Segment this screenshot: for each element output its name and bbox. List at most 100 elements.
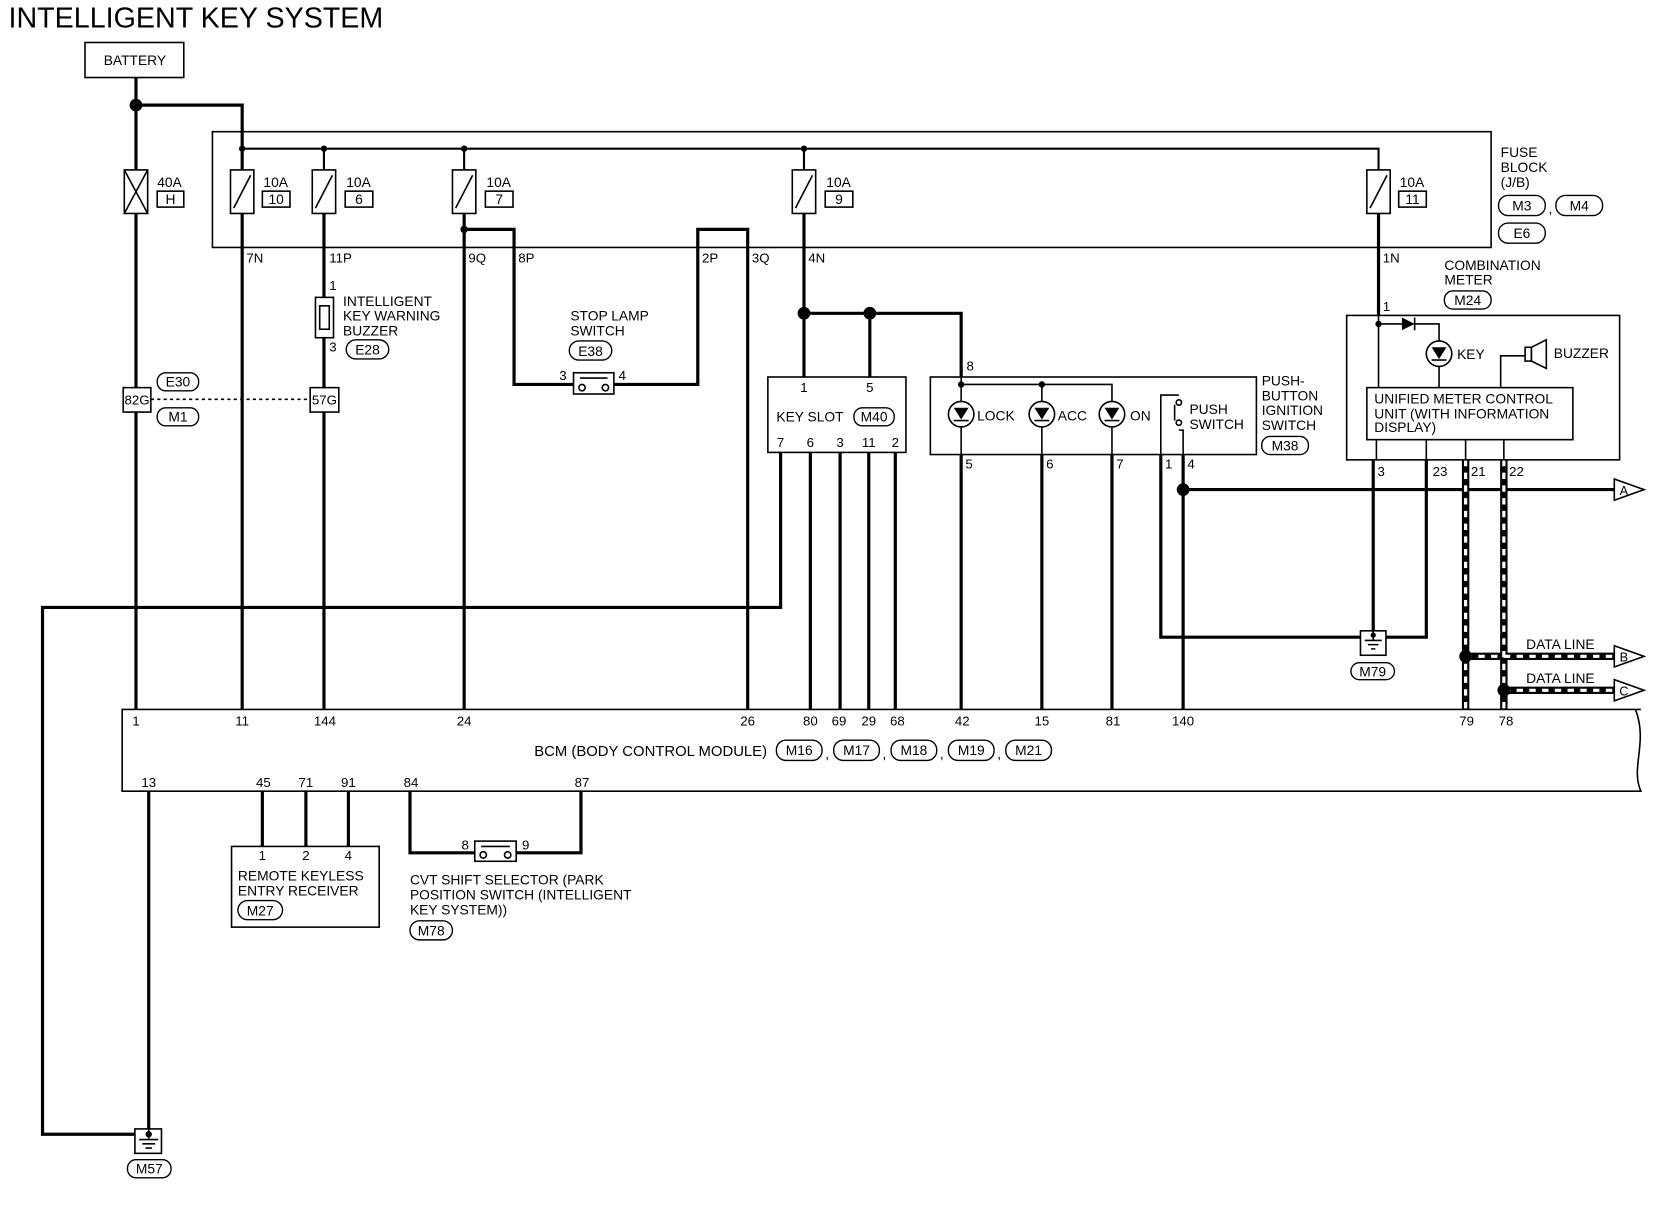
combination-meter-key-label: KEY xyxy=(1457,347,1485,362)
remote-keyless-pin-2: 2 xyxy=(302,848,309,863)
bcm-connector-m18: M18 xyxy=(900,743,927,758)
bcm-separator-3: , xyxy=(940,746,944,761)
output-b-label: B xyxy=(1620,650,1629,665)
combination-meter-label-1: COMBINATION xyxy=(1444,258,1540,273)
key-slot-pin-5: 5 xyxy=(866,380,873,395)
fuse-6-number: 6 xyxy=(355,192,363,207)
bcm-label: BCM (BODY CONTROL MODULE) xyxy=(534,744,767,760)
key-led-icon xyxy=(1425,340,1453,368)
combination-meter-pin-22: 22 xyxy=(1509,464,1524,479)
warning-buzzer-pin-1: 1 xyxy=(329,278,336,293)
battery-label: BATTERY xyxy=(104,53,166,68)
bcm-pin-144: 144 xyxy=(314,713,336,728)
combination-meter-pin-3: 3 xyxy=(1377,464,1384,479)
push-button-label-1: PUSH- xyxy=(1262,374,1305,389)
ground-m57-label: M57 xyxy=(136,1162,163,1177)
push-switch-pin-1: 1 xyxy=(1165,456,1172,471)
fuse-block-pin-4n: 4N xyxy=(808,250,825,265)
fuse-block-label-1: FUSE xyxy=(1501,145,1538,160)
fuse-11-rating: 10A xyxy=(1400,175,1425,190)
data-line-label-2: DATA LINE xyxy=(1526,671,1595,686)
bcm-pin-45: 45 xyxy=(256,775,271,790)
fuse-7-number: 7 xyxy=(495,192,503,207)
remote-keyless-label-1: REMOTE KEYLESS xyxy=(238,868,364,883)
combination-meter-label-2: METER xyxy=(1444,273,1492,288)
bcm-connector-m16: M16 xyxy=(786,743,813,758)
push-switch-contact-icon xyxy=(1160,394,1184,455)
output-arrow-a: A xyxy=(1613,477,1647,502)
remote-keyless-connector: M27 xyxy=(247,903,274,918)
push-switch-on-label: ON xyxy=(1130,409,1151,424)
fuse-10: 10A 10 xyxy=(229,169,291,215)
combination-meter: COMBINATION METER M24 1 KEY BUZZER UNIFI… xyxy=(1345,258,1621,479)
stop-lamp-switch: 3 4 STOP LAMP SWITCH E38 xyxy=(559,309,649,395)
stop-lamp-pin-3: 3 xyxy=(559,368,566,383)
on-led-icon xyxy=(1098,400,1126,428)
diode-icon xyxy=(1401,317,1416,331)
combination-meter-connector: M24 xyxy=(1454,293,1481,308)
fuse-block-pin-1n: 1N xyxy=(1383,250,1400,265)
remote-keyless-pin-1: 1 xyxy=(259,848,266,863)
warning-buzzer-pin-3: 3 xyxy=(329,340,336,355)
push-button-ignition-switch: 8 LOCK ACC ON PUSH SWITCH 5 xyxy=(929,359,1323,471)
cvt-label-3: KEY SYSTEM)) xyxy=(410,902,507,917)
fuse-6: 10A 6 xyxy=(311,169,374,215)
fuse-block: FUSE BLOCK (J/B) M3 , M4 E6 7N 11P 9Q 8P… xyxy=(211,130,1604,265)
push-button-label-3: IGNITION xyxy=(1262,403,1323,418)
fuse-block-separator: , xyxy=(1548,201,1552,216)
bcm-connector-m21: M21 xyxy=(1015,743,1042,758)
bcm-pin-81: 81 xyxy=(1106,713,1121,728)
connector-m1: M1 xyxy=(168,410,187,425)
warning-buzzer: 1 3 INTELLIGENT KEY WARNING BUZZER E28 xyxy=(314,278,440,360)
joint-connector: 82G 57G E30 M1 xyxy=(122,372,340,427)
fuse-7: 10A 7 xyxy=(451,169,514,215)
fuse-40a-number: H xyxy=(166,192,176,207)
unit-label-2: UNIT (WITH INFORMATION xyxy=(1374,406,1549,421)
stop-lamp-label-2: SWITCH xyxy=(570,324,624,339)
data-line-label-1: DATA LINE xyxy=(1526,637,1595,652)
output-arrow-c: C xyxy=(1613,678,1647,703)
ground-m57: M57 xyxy=(126,1128,172,1179)
fuse-10-rating: 10A xyxy=(263,175,288,190)
fuse-9-number: 9 xyxy=(835,192,843,207)
wires xyxy=(40,77,1615,1136)
key-slot-pin-1: 1 xyxy=(800,380,807,395)
fuse-7-rating: 10A xyxy=(486,175,511,190)
diagram-title: INTELLIGENT KEY SYSTEM xyxy=(9,3,384,35)
output-arrow-b: B xyxy=(1613,644,1647,669)
connector-e30: E30 xyxy=(166,375,191,390)
bcm-pin-11: 11 xyxy=(235,713,249,728)
remote-keyless-label-2: ENTRY RECEIVER xyxy=(238,883,359,898)
buzzer-speaker-icon xyxy=(1499,338,1548,388)
bcm-pin-24: 24 xyxy=(457,713,472,728)
fuse-9-rating: 10A xyxy=(826,175,851,190)
bcm-pin-84: 84 xyxy=(404,775,419,790)
park-position-switch-icon xyxy=(473,840,517,863)
bcm-pin-13: 13 xyxy=(141,775,156,790)
unit-label-3: DISPLAY) xyxy=(1374,420,1436,435)
key-slot-pin-2: 2 xyxy=(892,435,899,450)
unit-label-1: UNIFIED METER CONTROL xyxy=(1374,392,1553,407)
fuse-block-pin-3q: 3Q xyxy=(752,250,770,265)
fuse-block-label-2: BLOCK xyxy=(1501,160,1549,175)
push-switch-pin-6: 6 xyxy=(1046,456,1053,471)
fuse-block-connector-m3: M3 xyxy=(1512,198,1531,213)
warning-buzzer-label-2: KEY WARNING xyxy=(343,309,440,324)
fuse-6-rating: 10A xyxy=(346,175,371,190)
push-button-label-2: BUTTON xyxy=(1262,388,1318,403)
key-slot-pin-11: 11 xyxy=(862,435,876,450)
fuse-block-pin-7n: 7N xyxy=(246,250,263,265)
bcm-pin-87: 87 xyxy=(575,775,590,790)
fuse-block-pin-2p: 2P xyxy=(702,250,718,265)
bcm-separator-2: , xyxy=(883,746,887,761)
fuse-11-number: 11 xyxy=(1405,192,1419,207)
push-switch-pin-8: 8 xyxy=(966,359,973,374)
key-slot-pin-6: 6 xyxy=(807,435,814,450)
push-switch-lock-label: LOCK xyxy=(977,409,1015,424)
bcm-separator-1: , xyxy=(825,746,829,761)
push-switch-acc-label: ACC xyxy=(1058,409,1087,424)
bcm-pin-1: 1 xyxy=(132,713,139,728)
combination-meter-pin-23: 23 xyxy=(1433,464,1448,479)
acc-led-icon xyxy=(1028,400,1056,428)
data-lines xyxy=(1461,459,1615,710)
